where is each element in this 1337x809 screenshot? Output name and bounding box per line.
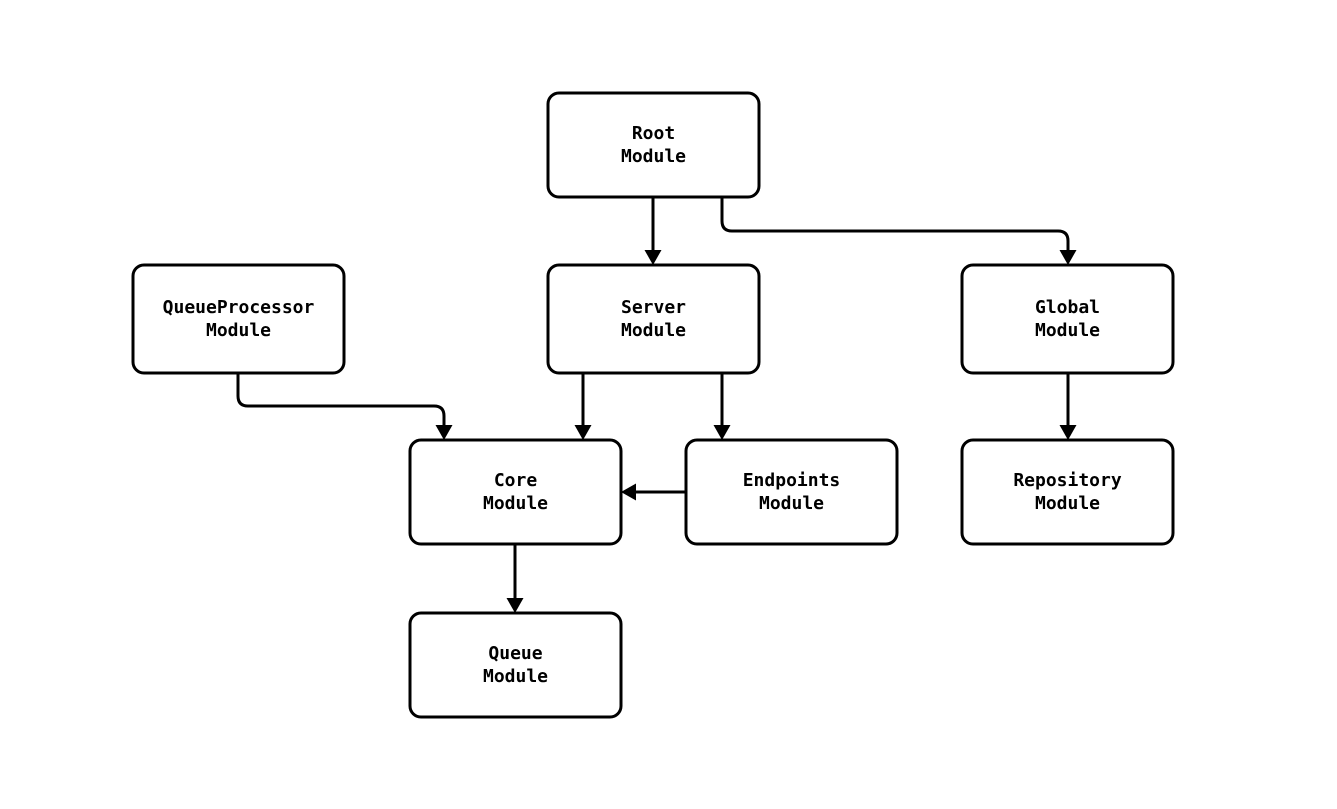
node-label-line1: Queue bbox=[488, 643, 542, 664]
edges-layer bbox=[236, 197, 1077, 613]
node-label-line1: Core bbox=[494, 470, 538, 491]
edge-server-to-core bbox=[574, 373, 592, 440]
arrowhead-icon bbox=[1059, 425, 1077, 440]
node-label-line2: Module bbox=[1035, 320, 1100, 341]
edge-server-to-endpoints bbox=[713, 373, 731, 440]
node-label-line2: Module bbox=[759, 493, 824, 514]
edge-root-to-global bbox=[720, 197, 1077, 265]
node-box[interactable] bbox=[960, 438, 1175, 546]
node-label-line2: Module bbox=[1035, 493, 1100, 514]
node-label-line2: Module bbox=[483, 493, 548, 514]
node-label-line1: QueueProcessor bbox=[163, 297, 315, 318]
arrowhead-icon bbox=[1059, 250, 1077, 265]
edge-endpoints-to-core bbox=[621, 483, 686, 501]
node-label-line2: Module bbox=[206, 320, 271, 341]
node-label-line1: Global bbox=[1035, 297, 1100, 318]
node-box[interactable] bbox=[960, 263, 1175, 375]
arrowhead-icon bbox=[574, 425, 592, 440]
edge-line bbox=[720, 197, 1070, 252]
edge-global-to-repository bbox=[1059, 373, 1077, 440]
node-label-line2: Module bbox=[621, 320, 686, 341]
node-label-line1: Root bbox=[632, 123, 675, 144]
arrowhead-icon bbox=[713, 425, 731, 440]
edge-queueprocessor-to-core bbox=[236, 373, 453, 440]
node-box[interactable] bbox=[408, 611, 623, 719]
node-box[interactable] bbox=[684, 438, 899, 546]
node-box[interactable] bbox=[546, 91, 761, 199]
edge-core-to-queue bbox=[506, 544, 524, 613]
node-label-line1: Repository bbox=[1013, 470, 1122, 491]
node-label-line2: Module bbox=[621, 146, 686, 167]
node-label-line1: Server bbox=[621, 297, 686, 318]
node-box[interactable] bbox=[131, 263, 346, 375]
node-label-line2: Module bbox=[483, 666, 548, 687]
node-label-line1: Endpoints bbox=[743, 470, 841, 491]
arrowhead-icon bbox=[644, 250, 662, 265]
arrowhead-icon bbox=[621, 483, 636, 501]
nodes-layer: RootModuleQueueProcessorModuleServerModu… bbox=[131, 91, 1175, 719]
edge-root-to-server bbox=[644, 197, 662, 265]
arrowhead-icon bbox=[506, 598, 524, 613]
node-box[interactable] bbox=[546, 263, 761, 375]
edge-line bbox=[236, 373, 446, 427]
arrowhead-icon bbox=[435, 425, 453, 440]
node-box[interactable] bbox=[408, 438, 623, 546]
